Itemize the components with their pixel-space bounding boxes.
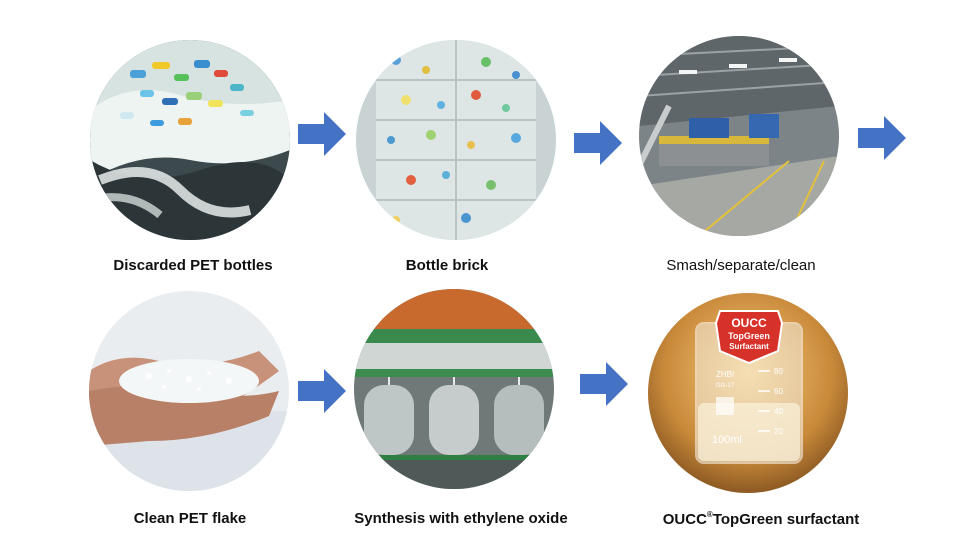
- tick-20: 20: [774, 427, 783, 436]
- arrow-right-icon: [858, 116, 906, 160]
- registered-mark: ®: [706, 510, 713, 519]
- beaker-logo-badge: [714, 310, 784, 365]
- tick-80: 80: [774, 367, 783, 376]
- step-label-discarded-bottles: Discarded PET bottles: [113, 257, 273, 274]
- tick-40: 40: [774, 407, 783, 416]
- step-label-synthesis: Synthesis with ethylene oxide: [354, 510, 568, 527]
- logo-line2: TopGreen: [728, 331, 770, 341]
- recycling-factory-image: [639, 36, 839, 236]
- arrow-right-icon: [574, 121, 622, 165]
- discarded-bottles-image: [90, 40, 290, 240]
- arrow-right-icon: [298, 112, 346, 156]
- logo-line3: Surfactant: [729, 342, 769, 351]
- step-label-clean-flake: Clean PET flake: [133, 510, 247, 527]
- arrow-right-icon: [580, 362, 628, 406]
- arrow-right-icon: [298, 369, 346, 413]
- beaker-volume: 100ml: [712, 434, 742, 446]
- step-label-topgreen-surfactant: OUCC®TopGreen surfactant: [611, 505, 911, 530]
- step-label-bottle-brick: Bottle brick: [405, 257, 489, 274]
- tick-60: 60: [774, 387, 783, 396]
- beaker-model: GG-17: [716, 383, 735, 389]
- bottle-brick-image: [356, 40, 556, 240]
- step-label-smash-separate-clean: Smash/separate/clean: [666, 257, 816, 274]
- label-product: TopGreen surfactant: [712, 511, 860, 528]
- synthesis-reactor-image: [354, 289, 554, 489]
- logo-line1: OUCC: [731, 316, 767, 330]
- label-brand: OUCC: [662, 511, 707, 528]
- topgreen-beaker-image: OUCC TopGreen Surfactant ZHBI GG-17 100m…: [648, 293, 848, 493]
- beaker-brand: ZHBI: [716, 370, 734, 379]
- clean-pet-flake-image: [89, 291, 289, 491]
